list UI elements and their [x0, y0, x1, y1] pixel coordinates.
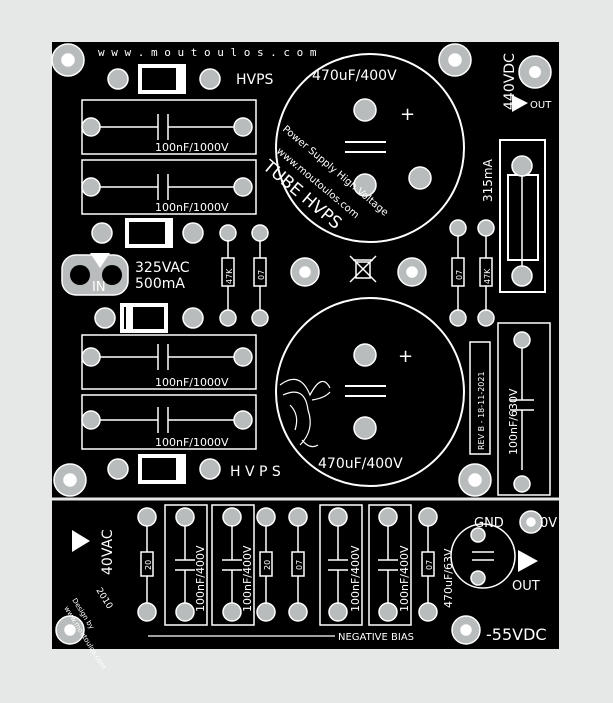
film-cap-label-1: 100nF/1000V [155, 141, 229, 154]
hvps-bottom: H V P S [230, 464, 281, 480]
input-arrow [90, 253, 110, 268]
cap-pads [353, 98, 432, 440]
ac40-arrow [72, 530, 90, 552]
lower-pads [137, 507, 543, 622]
film-cap-label-3: 100nF/1000V [155, 376, 229, 389]
resistor-bodies-upper [221, 236, 493, 311]
plus-sign-bottom: + [398, 346, 413, 367]
res-label-47k-right: 47K [483, 268, 492, 284]
res-label-07-left: 07 [257, 270, 266, 280]
res-label-47k-left: 47K [225, 268, 234, 284]
fuse-rating: 315mA [481, 158, 495, 202]
cap-outline-bottom [275, 297, 465, 487]
film-cap-symbols [95, 114, 240, 433]
lower-resistors [140, 526, 435, 603]
neg-voltage-label: -55VDC [486, 625, 547, 644]
diodes [120, 64, 186, 484]
small-cap-label-1: 100nF/400V [194, 545, 207, 612]
plus-sign-top: + [400, 104, 415, 125]
rev-box [469, 341, 491, 455]
small-cap-label-4: 100nF/400V [398, 545, 411, 612]
res-label-07-d: 07 [425, 560, 434, 570]
res-label-20-a: 20 [144, 560, 153, 570]
res-label-07-right: 07 [455, 270, 464, 280]
revision-label: REV B - 18-11-2021 [477, 371, 486, 450]
gnd-label: GND [474, 516, 504, 531]
ac40-label: 40VAC [100, 529, 116, 575]
cap-630-outline [497, 322, 551, 496]
res-label-20-b: 20 [263, 560, 272, 570]
cap-630-pads [513, 331, 531, 493]
cap-630-symbol [510, 345, 534, 470]
output-arrow-hv [512, 95, 528, 112]
neg-out-label: OUT [512, 579, 540, 594]
fuse-holder [499, 139, 546, 293]
film-cap-label-2: 100nF/1000V [155, 201, 229, 214]
zero-v-label: 0V [540, 516, 557, 531]
in-label: IN [92, 280, 106, 295]
pcb-board [52, 42, 559, 649]
film-cap-label-4: 100nF/1000V [155, 436, 229, 449]
cap-outline-top [275, 53, 465, 243]
neg-out-arrow [518, 550, 538, 572]
film-cap-pads [81, 117, 253, 430]
diode-pads [91, 68, 221, 480]
mounting-holes [51, 43, 492, 645]
cap-label-top: 470uF/400V [312, 68, 397, 84]
lower-cap-outlines [164, 504, 516, 626]
lower-cap-symbols [175, 526, 494, 603]
cap-symbols [345, 141, 386, 397]
small-cap-label-2: 100nF/400V [241, 545, 254, 612]
hv-output-voltage: 440VDC [502, 53, 518, 110]
neg-cap-label: 470uF/63V [442, 548, 455, 608]
weee-bin-icon [349, 255, 377, 283]
phoenix-logo [279, 378, 331, 448]
hv-out-label: OUT [530, 100, 552, 111]
website-top: w w w . m o u t o u l o s . c o m [98, 46, 317, 59]
ac-input-voltage: 325VAC [135, 260, 190, 276]
ac-input-current: 500mA [135, 276, 185, 292]
cap-label-bottom: 470uF/400V [318, 456, 403, 472]
small-cap-label-3: 100nF/400V [349, 545, 362, 612]
hvps-top: HVPS [236, 72, 274, 88]
res-label-07-c: 07 [295, 560, 304, 570]
cap-630-label: 100nF/630V [507, 388, 520, 455]
negative-bias-label: NEGATIVE BIAS [338, 632, 414, 643]
